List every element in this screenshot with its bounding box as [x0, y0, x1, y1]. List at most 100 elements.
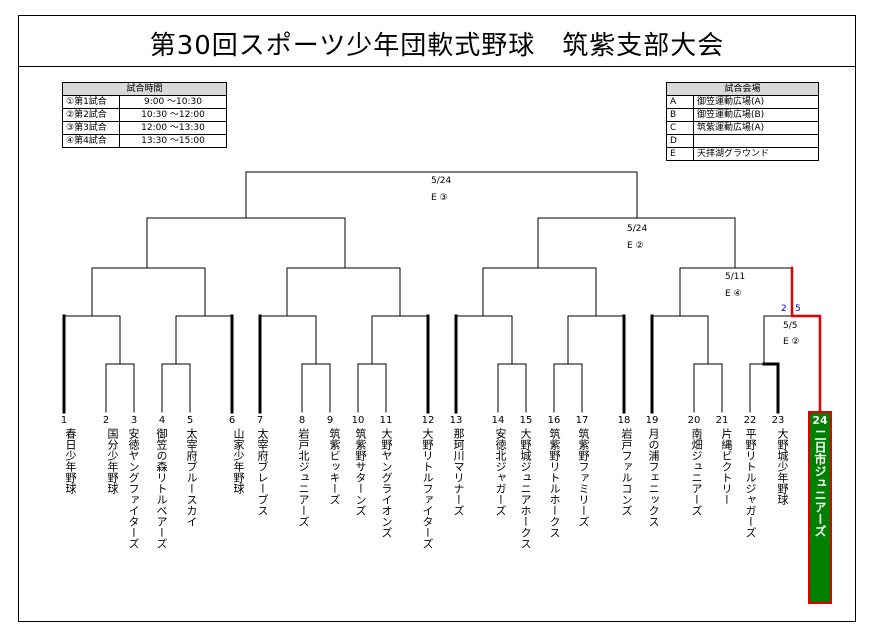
- team-number: 18: [617, 415, 631, 426]
- bracket-line-r1-20-21: [693, 363, 723, 413]
- match-date-final: 5/24: [431, 176, 452, 186]
- team-name: 筑紫野リトルホークス: [548, 428, 561, 538]
- team-number: 13: [449, 415, 463, 426]
- bracket-line-qf-4: [679, 267, 793, 317]
- team-name: 南畑ジュニアーズ: [690, 428, 703, 516]
- team-name: 片縄ビクトリー: [720, 428, 733, 505]
- schedule-header: 試合時間: [62, 82, 227, 96]
- score-right: 5: [795, 304, 801, 314]
- team-number: 16: [547, 415, 561, 426]
- team-number: 19: [645, 415, 659, 426]
- team-7: 7 太宰府ブレーブス: [252, 414, 269, 516]
- team-11: 11 大野ヤングライオンズ: [378, 414, 394, 538]
- team-name: 太宰府ブレーブス: [256, 428, 269, 516]
- team-name: 筑紫野サターンズ: [354, 428, 367, 516]
- bracket-line-qf-3: [482, 267, 597, 317]
- team-14: 14 安徳北ジャガーズ: [490, 414, 507, 516]
- team-name: 安徳ヤングファイターズ: [127, 428, 140, 549]
- team-number: 21: [715, 415, 729, 426]
- team-9: 9 筑紫ビッキーズ: [322, 414, 341, 505]
- bracket-line-r1-10-11: [357, 363, 387, 413]
- team-number: 4: [158, 415, 166, 426]
- bracket-line-r1-4-5: [161, 363, 191, 413]
- title-box: 第30回スポーツ少年団軟式野球 筑紫支部大会: [18, 15, 856, 67]
- match-date-semi: 5/24: [627, 224, 648, 234]
- team-name: 春日少年野球: [64, 428, 77, 494]
- bracket-line-r2-2: [175, 315, 233, 365]
- team-name: 太宰府ブルースカイ: [185, 428, 198, 527]
- bracket-line-r1-14-15: [497, 363, 527, 413]
- team-number: 5: [186, 415, 194, 426]
- team-name: 国分少年野球: [106, 428, 119, 494]
- bracket-line-r2-1: [63, 315, 121, 365]
- bracket-line-r1-16-17: [553, 363, 583, 413]
- team-21: 21 片縄ビクトリー: [714, 414, 733, 505]
- team-6: 6 山家少年野球: [224, 414, 245, 494]
- bracket-frame: [18, 66, 856, 622]
- team-name: 筑紫ビッキーズ: [328, 428, 341, 505]
- match-venue-final: E ③: [431, 193, 448, 203]
- team-number: 22: [743, 415, 757, 426]
- bracket-line-r1-22-23: [749, 363, 765, 413]
- team-name: 岩戸北ジュニアーズ: [297, 428, 310, 527]
- team-number: 6: [228, 415, 236, 426]
- page-title: 第30回スポーツ少年団軟式野球 筑紫支部大会: [149, 31, 725, 61]
- win-line-23: [762, 362, 780, 414]
- team-number: 1: [60, 415, 68, 426]
- team-name: 山家少年野球: [232, 428, 245, 494]
- team-number: 15: [519, 415, 533, 426]
- team-name: 大野ヤングライオンズ: [380, 428, 393, 538]
- bracket-line-r2-8: [763, 315, 793, 365]
- match-venue-r1: E ②: [783, 337, 800, 347]
- bracket-line-r2-5: [455, 315, 513, 365]
- team-number: 7: [256, 415, 264, 426]
- team-number: 20: [687, 415, 701, 426]
- bracket-line-r2-6: [567, 315, 625, 365]
- bracket-line-r2-4: [371, 315, 429, 365]
- bracket-line-r1-8-9: [301, 363, 331, 413]
- team-number: 2: [102, 415, 110, 426]
- team-4: 4 御笠の森リトルベアーズ: [154, 414, 170, 549]
- team-number: 12: [421, 415, 435, 426]
- game-time: 13:30 ～15:00: [119, 134, 227, 148]
- team-name: 安徳北ジャガーズ: [494, 428, 507, 516]
- match-date-qf: 5/11: [725, 272, 746, 282]
- team-number: 9: [326, 415, 334, 426]
- team-19: 19 月の浦フェニックス: [644, 414, 660, 527]
- bracket-line-qf-2: [286, 267, 401, 317]
- bracket-line-semi-left: [146, 217, 346, 269]
- team-number: 8: [298, 415, 306, 426]
- team-name: 大野城ジュニアホークス: [519, 428, 532, 549]
- bracket-line-r2-7: [651, 315, 709, 365]
- team-number: 24: [812, 414, 828, 427]
- bracket-line-r1-2-3: [105, 363, 135, 413]
- team-name: 那珂川マリナーズ: [452, 428, 465, 516]
- win-line-24: [790, 266, 822, 414]
- team-name: 御笠の森リトルベアーズ: [155, 428, 168, 549]
- team-number: 11: [379, 415, 393, 426]
- team-5: 5 太宰府ブルースカイ: [182, 414, 198, 527]
- bracket-line-semi-right: [537, 217, 736, 269]
- team-number: 14: [491, 415, 505, 426]
- team-15: 15 大野城ジュニアホークス: [518, 414, 534, 549]
- team-name: 月の浦フェニックス: [647, 428, 660, 527]
- team-20: 20 南畑ジュニアーズ: [686, 414, 703, 516]
- team-24: 24 二日市ジュニアーズ: [808, 411, 832, 604]
- team-number: 23: [771, 415, 785, 426]
- team-name: 筑紫野ファミリーズ: [577, 428, 590, 527]
- team-1: 1 春日少年野球: [56, 414, 77, 494]
- bracket-line-qf-1: [91, 267, 206, 317]
- team-name: 二日市ジュニアーズ: [813, 429, 827, 537]
